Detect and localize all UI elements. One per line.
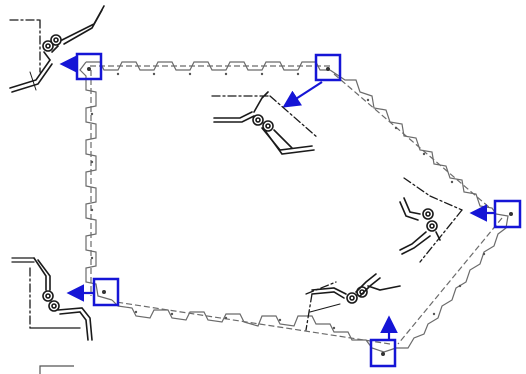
fragment-bottom-corner [39,365,74,374]
pentagon-outline [79,61,509,353]
callout-box-bottom [369,338,397,368]
callout-box-top-right [314,53,342,82]
callout-box-top-left [75,52,103,81]
lower-right-wall-inner [397,217,503,345]
lower-right-wall [396,213,509,349]
upper-right-wall-inner [333,73,491,209]
detail-bottom-left [11,257,93,341]
pile-markers [90,72,486,330]
detail-bottom [305,273,401,331]
bottom-wall-inner [115,301,391,345]
arrow-top-right [282,81,323,108]
callout-box-dots [87,67,513,356]
bottom-wall [111,299,397,353]
left-wall [79,61,113,301]
detail-top-left [9,5,105,93]
callout-boxes [75,52,522,368]
upper-right-wall [329,69,497,215]
callout-arrows [59,55,495,340]
detail-top-right [211,91,319,155]
detail-right [399,177,463,263]
